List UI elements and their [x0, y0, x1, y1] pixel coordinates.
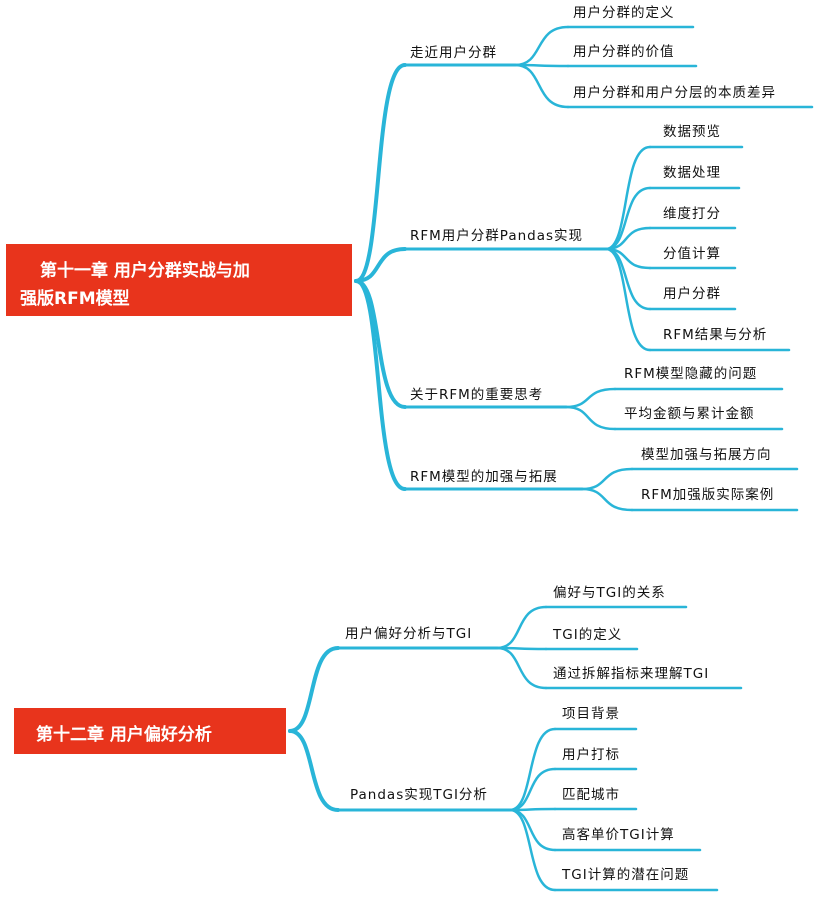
leaf-label[interactable]: TGI计算的潜在问题	[562, 867, 690, 883]
connector-line	[508, 808, 557, 892]
leaf-label[interactable]: 用户分群的定义	[573, 5, 675, 21]
connector-line	[564, 405, 617, 431]
leaf-label[interactable]: 模型加强与拓展方向	[641, 447, 772, 463]
leaf-label[interactable]: 分值计算	[663, 246, 721, 262]
leaf-label[interactable]: 用户分群和用户分层的本质差异	[573, 85, 776, 101]
leaf-label[interactable]: TGI的定义	[553, 627, 623, 643]
leaf-label[interactable]: 用户分群的价值	[573, 44, 675, 60]
leaf-label[interactable]: 数据预览	[663, 124, 721, 140]
leaf-label[interactable]: RFM加强版实际案例	[641, 487, 775, 503]
leaf-label[interactable]: 匹配城市	[562, 787, 620, 803]
connector-line	[495, 605, 548, 650]
connector-line	[604, 186, 652, 251]
connector-line	[508, 727, 557, 812]
branch-label[interactable]: 走近用户分群	[410, 45, 497, 61]
connector-line	[354, 63, 407, 283]
connector-line	[354, 279, 407, 491]
connector-line	[513, 63, 570, 109]
branch-label[interactable]: Pandas实现TGI分析	[350, 787, 488, 803]
leaf-label[interactable]: 高客单价TGI计算	[562, 827, 675, 843]
root-title-line2: 强版RFM模型	[20, 289, 130, 309]
connector-line	[508, 807, 557, 812]
connector-line	[580, 487, 634, 512]
connector-line	[513, 25, 570, 67]
branch-label[interactable]: 用户偏好分析与TGI	[345, 626, 473, 642]
connector-line	[604, 247, 652, 352]
connector-line	[508, 808, 557, 852]
branch-label[interactable]: RFM用户分群Pandas实现	[410, 228, 584, 244]
branch-label[interactable]: 关于RFM的重要思考	[410, 387, 544, 403]
leaf-label[interactable]: 项目背景	[562, 706, 620, 722]
connector-line	[354, 247, 407, 283]
connector-line	[604, 145, 652, 251]
root-node-chapter-12[interactable]: 第十二章 用户偏好分析	[14, 708, 286, 754]
leaf-label[interactable]: RFM结果与分析	[663, 327, 768, 343]
leaf-label[interactable]: 用户分群	[663, 286, 721, 302]
leaf-label[interactable]: 偏好与TGI的关系	[553, 585, 666, 601]
connector-line	[288, 646, 340, 733]
leaf-label[interactable]: 用户打标	[562, 747, 620, 763]
connector-line	[288, 729, 340, 812]
connector-line	[604, 247, 652, 311]
root-title-line1: 第十二章 用户偏好分析	[36, 725, 212, 745]
leaf-label[interactable]: RFM模型隐藏的问题	[624, 366, 758, 382]
connector-line	[508, 767, 557, 812]
root-node-chapter-11[interactable]: 第十一章 用户分群实战与加 强版RFM模型	[6, 244, 352, 316]
connector-line	[495, 646, 548, 690]
connector-line	[564, 387, 617, 409]
leaf-label[interactable]: 通过拆解指标来理解TGI	[553, 666, 710, 682]
root-title-line1: 第十一章 用户分群实战与加	[40, 261, 250, 281]
leaf-label[interactable]: 数据处理	[663, 165, 721, 181]
branch-label[interactable]: RFM模型的加强与拓展	[410, 469, 558, 485]
connector-line	[580, 467, 634, 491]
leaf-label[interactable]: 平均金额与累计金额	[624, 406, 755, 422]
leaf-label[interactable]: 维度打分	[663, 206, 721, 222]
